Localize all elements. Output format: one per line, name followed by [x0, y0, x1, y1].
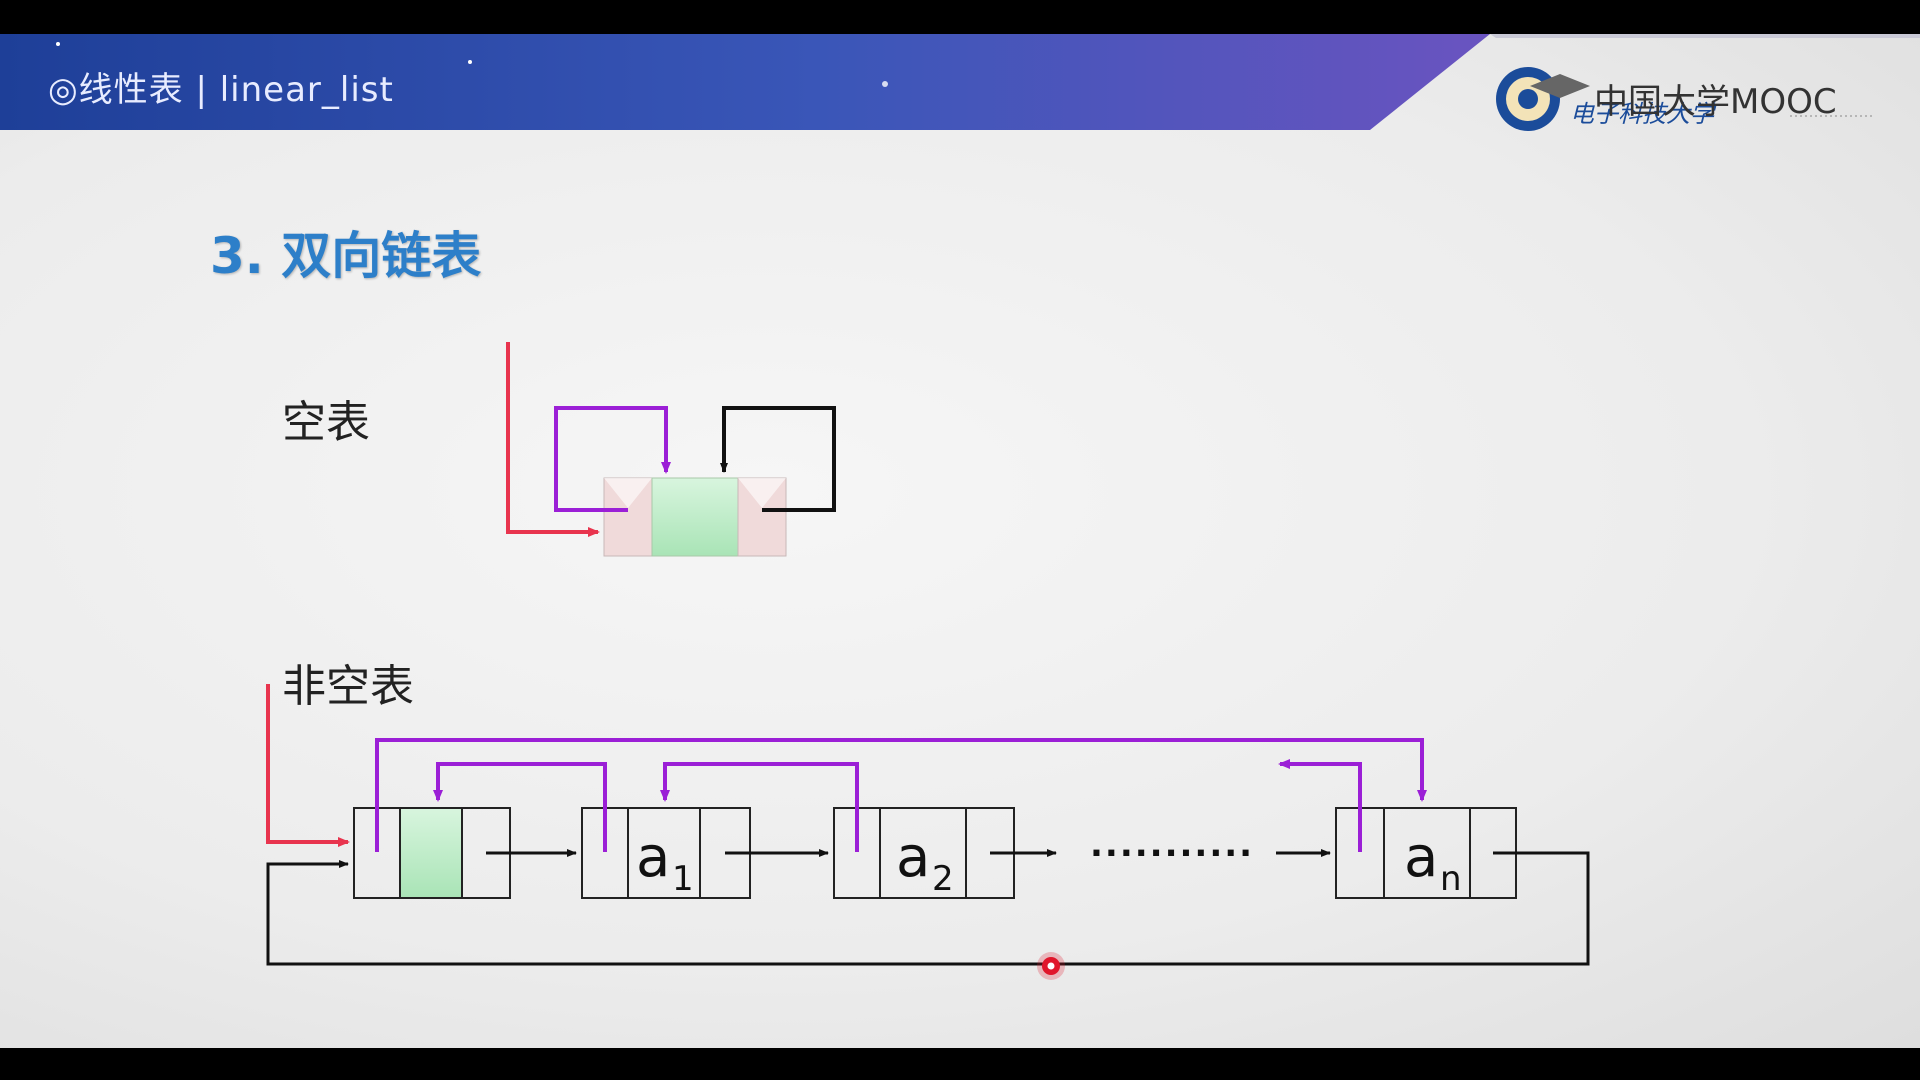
slide-content: ◎线性表 | linear_list 电子科技大学 中国大学MOOC 3. 双向…	[0, 34, 1920, 1048]
laser-pointer-cursor	[1037, 952, 1065, 980]
svg-text:电子科技大学: 电子科技大学	[1570, 100, 1717, 128]
section-title: 3. 双向链表	[210, 227, 482, 285]
node-an: a n	[1335, 807, 1517, 899]
node-an-subscript: n	[1440, 859, 1462, 899]
node-an-label: a	[1404, 825, 1438, 890]
head-pointer	[266, 684, 350, 847]
university-logo: 电子科技大学	[1496, 67, 1872, 131]
node-a2: a 2	[833, 807, 1015, 899]
course-header-title: ◎线性表 | linear_list	[48, 70, 394, 110]
prior-link-a1-head	[433, 762, 607, 852]
empty-prior-self-link	[554, 406, 671, 512]
empty-head-pointer	[506, 342, 600, 537]
header-bar	[0, 34, 1920, 130]
empty-head-node	[603, 477, 787, 557]
bottom-decoration	[0, 1044, 560, 1048]
prior-link-a2-a1	[660, 762, 859, 852]
node-a2-subscript: 2	[932, 859, 954, 899]
prior-link-head-an	[375, 738, 1427, 852]
empty-next-self-link	[720, 406, 836, 512]
prior-link-an-prev	[1278, 759, 1362, 852]
node-a1-label: a	[636, 825, 670, 890]
list-ellipsis: ...........	[1090, 825, 1254, 865]
node-a1-subscript: 1	[672, 859, 694, 899]
next-link-an-head	[266, 851, 1590, 966]
nonempty-list-label: 非空表	[282, 661, 414, 712]
empty-list-label: 空表	[282, 397, 370, 448]
doubly-linked-list-diagram: a 1 a 2 a n ...........	[266, 342, 1590, 980]
node-a1: a 1	[581, 807, 751, 899]
mooc-logo-text: 中国大学MOOC	[1594, 82, 1837, 122]
node-a2-label: a	[896, 825, 930, 890]
